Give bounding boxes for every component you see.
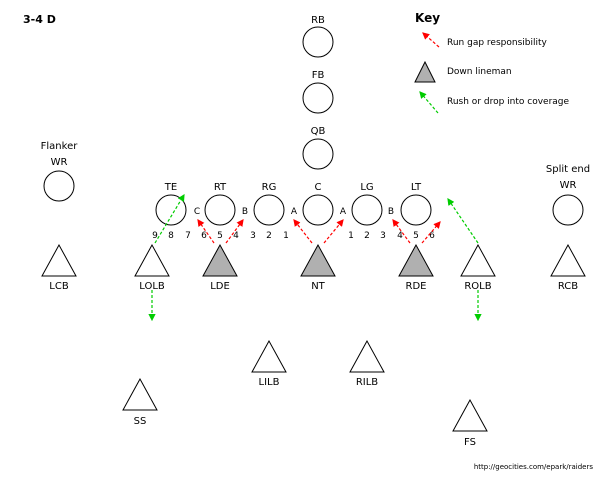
tech-2-left: 2: [364, 231, 370, 241]
source-url: http://geocities.com/epark/raiders: [474, 463, 594, 471]
rcb-triangle: [550, 243, 586, 277]
lolb-triangle: [134, 243, 170, 277]
lilb-triangle: [251, 339, 287, 373]
te-label: TE: [164, 182, 177, 193]
tech-9: 9: [152, 231, 158, 241]
fs-label: FS: [464, 437, 476, 448]
rb-circle: [302, 26, 334, 58]
rilb-triangle: [349, 339, 385, 373]
tech-5-left: 5: [413, 231, 419, 241]
lolb-rush-arrow: [154, 193, 185, 244]
lolb-label: LOLB: [139, 281, 165, 292]
lde-label: LDE: [210, 281, 230, 292]
lt-circle: [400, 194, 432, 226]
rolb-label: ROLB: [464, 281, 491, 292]
tech-8: 8: [168, 231, 174, 241]
tech-4-left: 4: [397, 231, 403, 241]
lt-label: LT: [411, 182, 422, 193]
key-run-gap-label: Run gap responsibility: [447, 38, 548, 48]
fb-label: FB: [312, 70, 325, 81]
rt-circle: [204, 194, 236, 226]
lilb-label: LILB: [259, 377, 280, 388]
qb-label: QB: [311, 126, 326, 137]
rush-drop-arrows: [148, 193, 482, 322]
ss-triangle: [122, 377, 158, 411]
lde-triangle: [202, 243, 238, 277]
tech-2-right: 2: [266, 231, 272, 241]
rg-label: RG: [262, 182, 277, 193]
rde-label: RDE: [406, 281, 427, 292]
nt-a-right-arrow: [293, 219, 313, 244]
rb-label: RB: [311, 15, 325, 26]
split-end-caption: Split end: [546, 164, 590, 175]
key-run-arrow: [422, 32, 440, 48]
flanker-caption: Flanker: [41, 141, 79, 152]
tech-4-right: 4: [233, 231, 239, 241]
nt-triangle: [300, 243, 336, 277]
gap-a-left: A: [340, 207, 347, 217]
gap-b-left: B: [388, 207, 394, 217]
fb-circle: [302, 82, 334, 114]
nt-label: NT: [311, 281, 325, 292]
key-legend: Key Run gap responsibility Down lineman …: [414, 11, 570, 114]
rt-label: RT: [214, 182, 227, 193]
key-heading: Key: [415, 11, 440, 25]
gap-b-right: B: [242, 207, 248, 217]
tech-6-left: 6: [429, 231, 435, 241]
rilb-label: RILB: [356, 377, 378, 388]
rolb-triangle: [460, 243, 496, 277]
gap-c-right: C: [194, 207, 200, 217]
key-rush-label: Rush or drop into coverage: [447, 97, 570, 107]
nt-a-left-arrow: [323, 219, 344, 244]
lg-circle: [351, 194, 383, 226]
c-label: C: [315, 182, 322, 193]
c-circle: [302, 194, 334, 226]
technique-numbers: 9 8 7 6 5 4 3 2 1 1 2 3 4 5 6: [152, 231, 435, 241]
split-end-circle: [552, 194, 584, 226]
key-down-lineman-triangle: [414, 60, 436, 83]
tech-5-right: 5: [217, 231, 223, 241]
diagram-title: 3-4 D: [23, 13, 56, 26]
key-rush-arrow: [419, 91, 439, 114]
ss-label: SS: [134, 416, 147, 427]
flanker-wr-label: WR: [51, 157, 68, 168]
tech-6: 6: [201, 231, 207, 241]
fs-triangle: [452, 398, 488, 432]
tech-1-left: 1: [348, 231, 354, 241]
key-down-lineman-label: Down lineman: [447, 67, 512, 77]
split-end-wr-label: WR: [560, 180, 577, 191]
tech-7: 7: [185, 231, 191, 241]
lcb-triangle: [41, 243, 77, 277]
rde-triangle: [398, 243, 434, 277]
tech-1-right: 1: [283, 231, 289, 241]
tech-3-left: 3: [380, 231, 386, 241]
tech-3-right: 3: [250, 231, 256, 241]
gap-a-right: A: [291, 207, 298, 217]
rolb-rush-arrow: [447, 198, 479, 244]
rcb-label: RCB: [558, 281, 578, 292]
qb-circle: [302, 138, 334, 170]
te-circle: [155, 194, 187, 226]
lcb-label: LCB: [49, 281, 69, 292]
rg-circle: [253, 194, 285, 226]
lg-label: LG: [360, 182, 373, 193]
flanker-circle: [43, 170, 75, 202]
